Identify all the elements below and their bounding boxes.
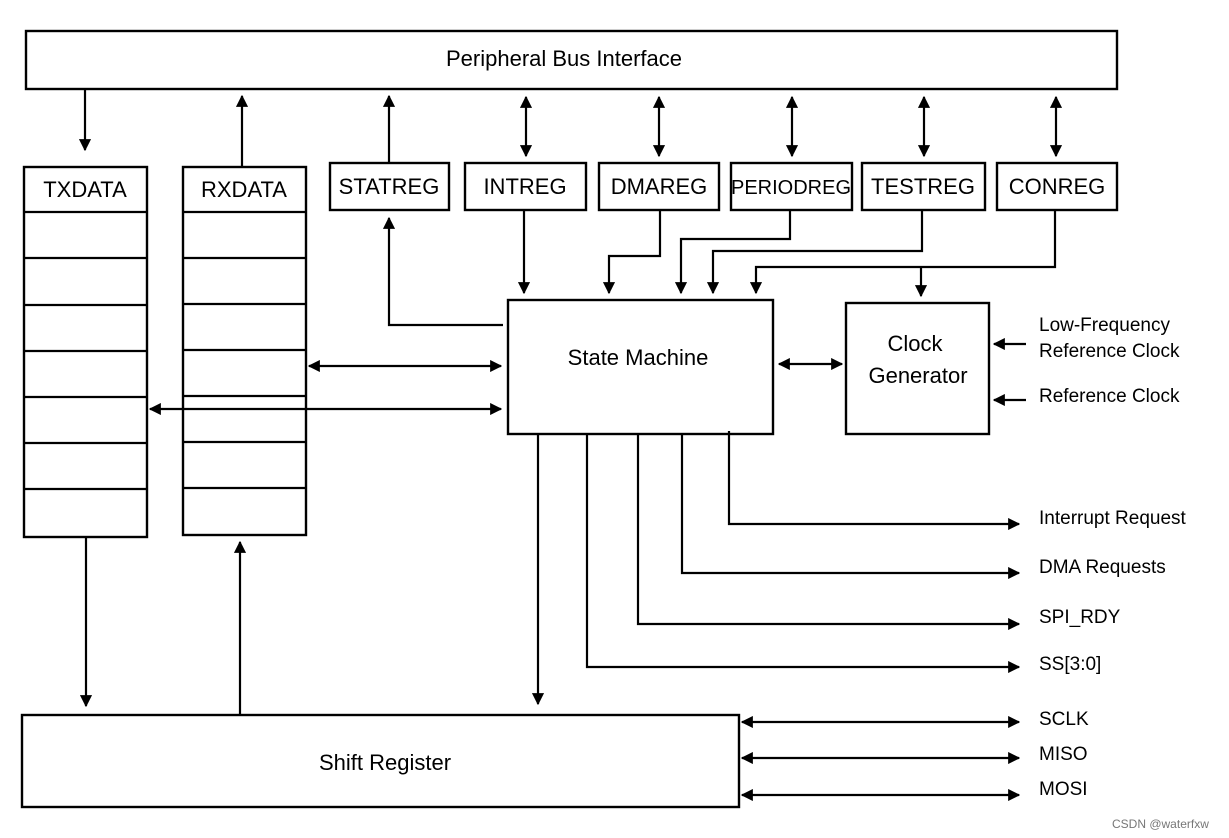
periodreg-box xyxy=(729,161,854,212)
txdata-fifo xyxy=(22,165,149,539)
rxdata-label: RXDATA xyxy=(201,177,287,202)
low-frequency-label-1: Low-Frequency xyxy=(1039,315,1170,336)
dmareg-to-state-machine-arrow xyxy=(602,211,662,295)
mosi-label: MOSI xyxy=(1039,779,1088,800)
state-machine-to-statreg-arrow xyxy=(382,216,503,327)
spi-rdy-label: SPI_RDY xyxy=(1039,607,1121,628)
statreg-box xyxy=(328,161,451,212)
watermark: CSDN @waterfxw xyxy=(1112,817,1209,831)
testreg-box xyxy=(860,161,987,212)
state-machine-label: State Machine xyxy=(568,345,709,370)
clock-generator-label-1: Clock xyxy=(887,331,943,356)
sclk-label: SCLK xyxy=(1039,709,1089,730)
conreg-to-state-machine-arrow xyxy=(749,211,1057,295)
intreg-box xyxy=(463,161,588,212)
reference-clock-label: Reference Clock xyxy=(1039,386,1180,407)
interrupt-request-arrow xyxy=(727,431,1021,531)
ss-label: SS[3:0] xyxy=(1039,654,1101,675)
txdata-label: TXDATA xyxy=(43,177,127,202)
rxdata-fifo xyxy=(181,165,308,537)
bus-interface-box xyxy=(24,29,1119,91)
statreg-label: STATREG xyxy=(339,174,440,199)
testreg-to-state-machine-arrow xyxy=(706,211,924,295)
spi-rdy-arrow xyxy=(636,434,1021,631)
dmareg-box xyxy=(597,161,721,212)
dmareg-label: DMAREG xyxy=(611,174,708,199)
state-machine-box xyxy=(506,298,775,436)
conreg-label: CONREG xyxy=(1009,174,1106,199)
dma-requests-arrow xyxy=(680,434,1021,580)
shift-register-label: Shift Register xyxy=(319,750,451,775)
bus-interface-label: Peripheral Bus Interface xyxy=(446,46,682,71)
intreg-label: INTREG xyxy=(483,174,566,199)
testreg-label: TESTREG xyxy=(871,174,975,199)
miso-label: MISO xyxy=(1039,744,1088,765)
ss-arrow xyxy=(585,434,1021,674)
dma-requests-label: DMA Requests xyxy=(1039,557,1166,578)
interrupt-request-label: Interrupt Request xyxy=(1039,508,1187,529)
low-frequency-label-2: Reference Clock xyxy=(1039,341,1180,362)
clock-generator-label-2: Generator xyxy=(868,363,967,388)
periodreg-label: PERIODREG xyxy=(731,177,851,199)
shift-register-box xyxy=(20,713,741,809)
periodreg-to-state-machine-arrow xyxy=(674,211,792,295)
clock-generator-box xyxy=(844,301,991,436)
conreg-box xyxy=(995,161,1119,212)
